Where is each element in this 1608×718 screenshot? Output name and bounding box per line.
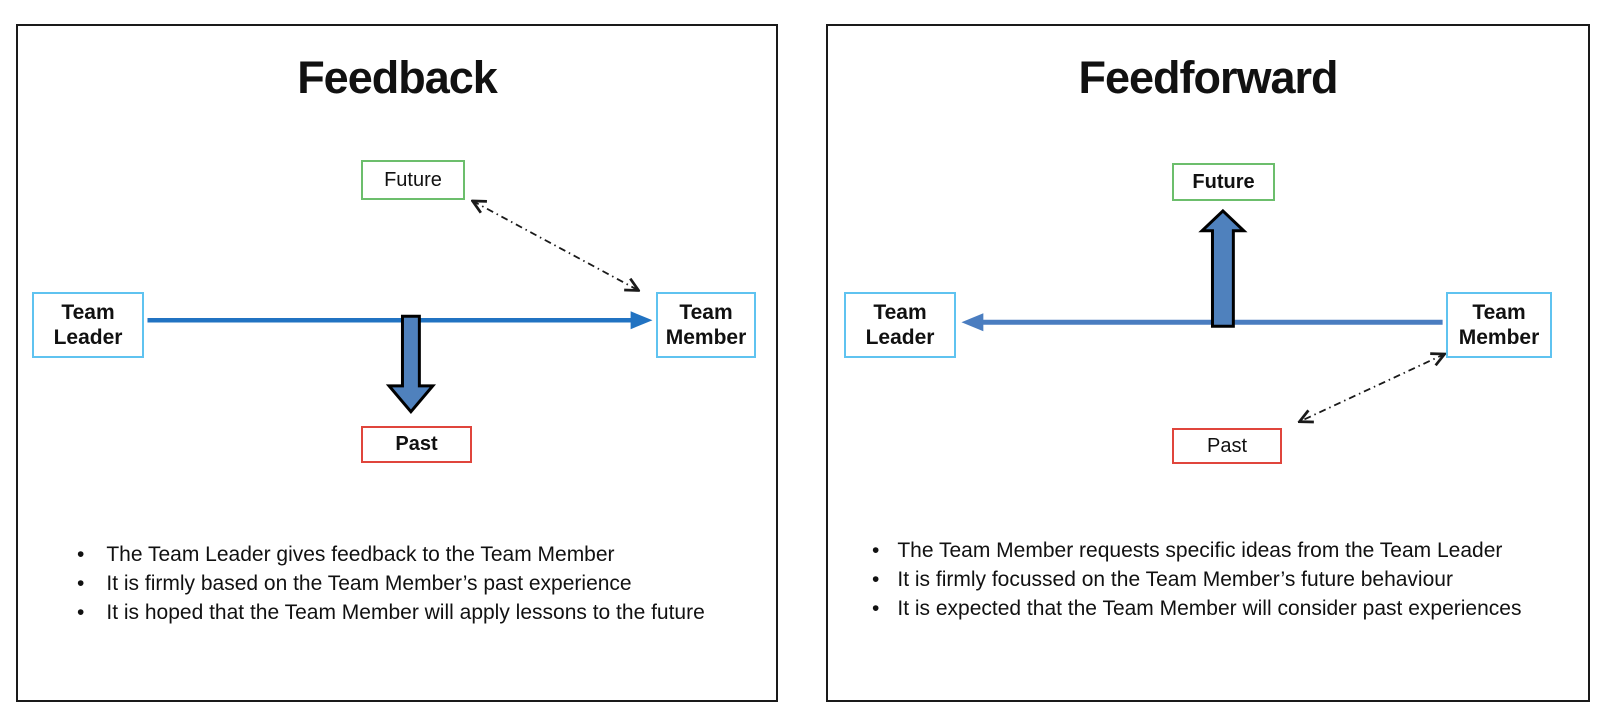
future-label: Future xyxy=(384,168,442,191)
team-member-box: Team Member xyxy=(1446,292,1552,358)
future-label: Future xyxy=(1192,170,1255,193)
feedforward-title: Feedforward xyxy=(1078,52,1338,103)
bullet-item: • It is firmly focussed on the Team Memb… xyxy=(872,565,1578,594)
bullet-dot: • xyxy=(872,597,880,620)
future-box: Future xyxy=(1172,163,1275,201)
bullet-text: The Team Leader gives feedback to the Te… xyxy=(106,543,615,566)
team-leader-box: Team Leader xyxy=(844,292,956,358)
member-to-leader-arrowhead xyxy=(961,313,984,332)
bullet-text: It is firmly focussed on the Team Member… xyxy=(897,568,1453,591)
bullet-text: It is expected that the Team Member will… xyxy=(897,597,1522,620)
bullet-text: The Team Member requests specific ideas … xyxy=(897,539,1503,562)
bullet-dot: • xyxy=(872,568,880,591)
bullet-item: • It is expected that the Team Member wi… xyxy=(872,594,1578,623)
team-leader-label: Team Leader xyxy=(53,301,123,349)
up-block-arrow xyxy=(1198,208,1248,328)
team-leader-label: Team Leader xyxy=(865,301,935,349)
bullet-dot: • xyxy=(77,543,85,566)
past-box: Past xyxy=(1172,428,1282,464)
bullet-text: It is firmly based on the Team Member’s … xyxy=(106,572,632,595)
bullet-dot: • xyxy=(872,539,880,562)
feedback-arrows-layer xyxy=(147,26,653,415)
feedforward-bullet-list: • The Team Member requests specific idea… xyxy=(872,536,1578,623)
future-teammember-dashdot-arrow xyxy=(473,201,639,290)
past-label: Past xyxy=(395,433,438,455)
feedforward-panel: Feedforward Future Team Leader Team Memb… xyxy=(826,24,1590,702)
down-block-arrow xyxy=(385,314,437,415)
team-member-box: Team Member xyxy=(656,292,756,358)
feedforward-arrows-layer xyxy=(961,208,1588,700)
feedback-bullet-list: • The Team Leader gives feedback to the … xyxy=(77,540,737,627)
feedback-panel: Feedback Future Team Leader Team Member xyxy=(16,24,778,702)
bullet-item: • It is firmly based on the Team Member’… xyxy=(77,569,737,598)
team-member-label: Team Member xyxy=(1458,301,1540,349)
past-box: Past xyxy=(361,426,472,463)
bullet-text: It is hoped that the Team Member will ap… xyxy=(106,601,705,624)
future-box: Future xyxy=(361,160,465,200)
feedback-title: Feedback xyxy=(297,52,498,103)
bullet-dot: • xyxy=(77,601,85,624)
past-label: Past xyxy=(1206,434,1248,457)
past-teammember-dashdot-arrow xyxy=(1299,354,1444,422)
leader-to-member-arrowhead xyxy=(630,311,653,330)
team-leader-box: Team Leader xyxy=(32,292,144,358)
bullet-item: • The Team Leader gives feedback to the … xyxy=(77,540,737,569)
bullet-item: • It is hoped that the Team Member will … xyxy=(77,598,737,627)
bullet-dot: • xyxy=(77,572,85,595)
team-member-label: Team Member xyxy=(665,301,747,349)
bullet-item: • The Team Member requests specific idea… xyxy=(872,536,1578,565)
